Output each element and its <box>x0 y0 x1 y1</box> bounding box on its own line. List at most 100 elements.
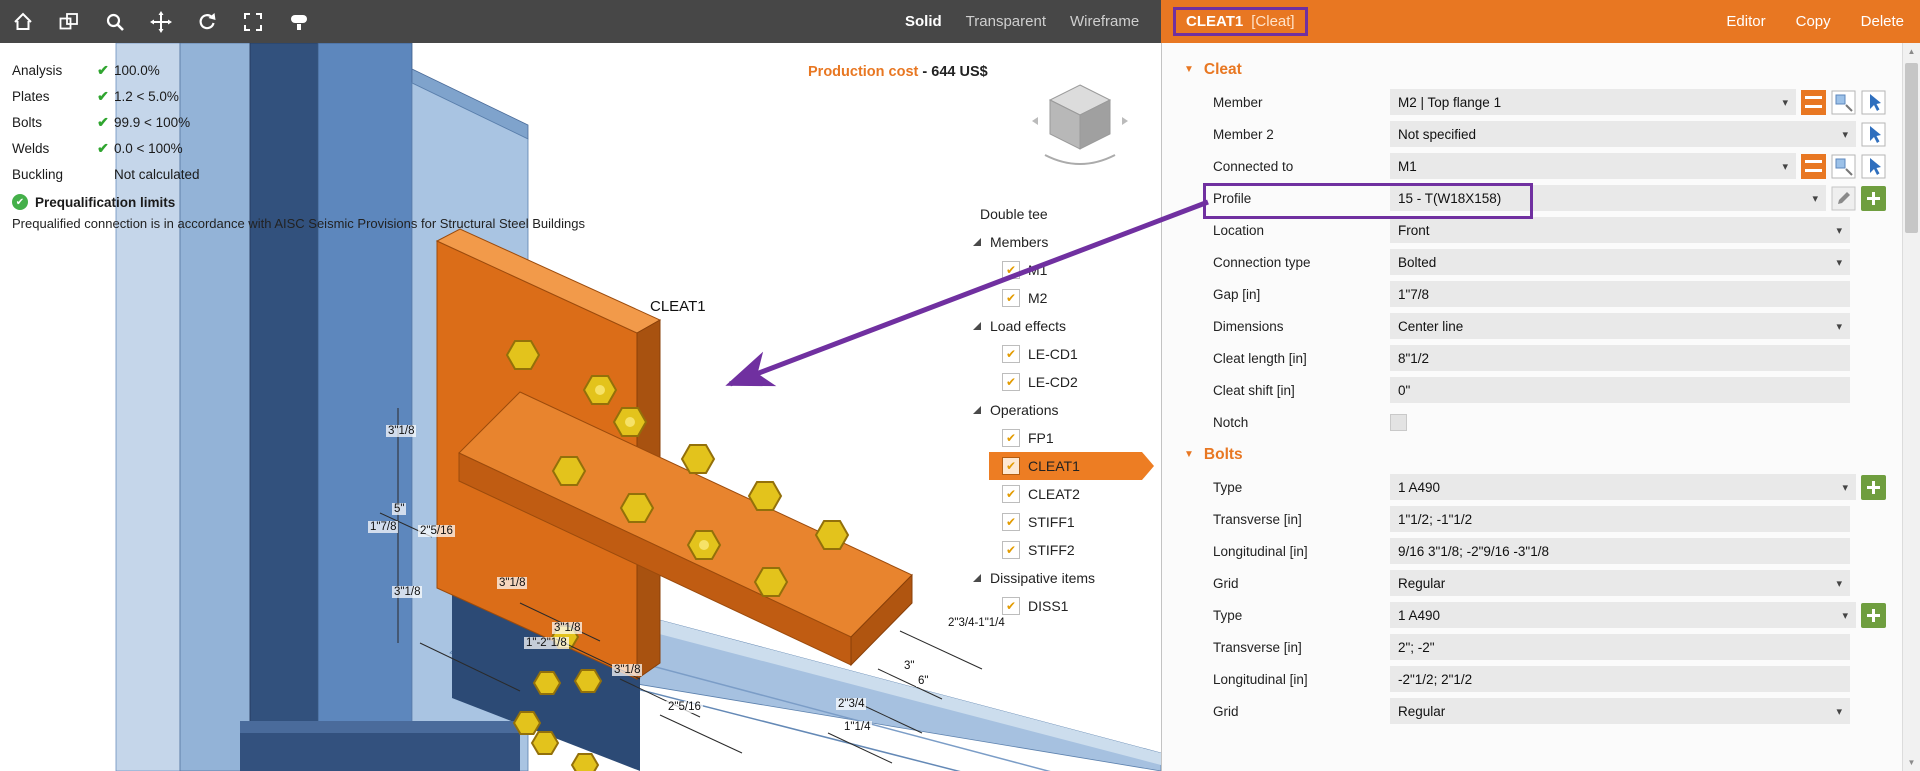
prop-label: Member 2 <box>1213 126 1274 142</box>
tree-group-operations[interactable]: Operations <box>965 396 1161 424</box>
view-mode-transparent[interactable]: Transparent <box>965 13 1046 30</box>
section-icon[interactable] <box>1801 89 1826 115</box>
pick-cursor-icon[interactable] <box>1861 90 1886 115</box>
copy-button[interactable]: Copy <box>1795 13 1831 30</box>
tree-group-dissipative-items[interactable]: Dissipative items <box>965 564 1161 592</box>
selected-operation-kind: [Cleat] <box>1251 13 1295 30</box>
add-icon[interactable] <box>1861 474 1886 500</box>
capture-view-icon[interactable] <box>56 9 82 35</box>
tree-item-le-cd1[interactable]: LE-CD1 <box>965 340 1161 368</box>
tree-expand-icon[interactable] <box>973 406 981 414</box>
selected-operation-badge[interactable]: CLEAT1 [Cleat] <box>1173 7 1308 36</box>
tree-item-stiff2[interactable]: STIFF2 <box>965 536 1161 564</box>
delete-button[interactable]: Delete <box>1860 13 1904 30</box>
paint-icon[interactable] <box>286 9 312 35</box>
dimensions-select[interactable]: Center line <box>1390 313 1850 339</box>
dimension-label: 3"1/8 <box>612 664 643 676</box>
checkbox-checked-icon[interactable] <box>1002 261 1020 279</box>
dimension-label: 2"5/16 <box>418 525 455 537</box>
3d-viewport[interactable]: Analysis 100.0% Plates 1.2 < 5.0% Bolts … <box>0 43 1161 771</box>
check-row-welds: Welds 0.0 < 100% <box>12 135 585 161</box>
profile-select[interactable]: 15 - T(W18X158) <box>1390 185 1826 211</box>
tree-item-diss1[interactable]: DISS1 <box>965 592 1161 620</box>
view-cube[interactable] <box>1030 73 1130 177</box>
checkbox-checked-icon[interactable] <box>1002 289 1020 307</box>
search-icon[interactable] <box>102 9 128 35</box>
detail-icon[interactable] <box>1831 90 1856 115</box>
check-value: 100.0% <box>114 62 160 78</box>
checkbox-checked-icon[interactable] <box>1002 429 1020 447</box>
scroll-down-icon[interactable] <box>1903 754 1920 771</box>
checkbox-checked-icon[interactable] <box>1002 513 1020 531</box>
tree-item-fp1[interactable]: FP1 <box>965 424 1161 452</box>
member-select[interactable]: M2 | Top flange 1 <box>1390 89 1796 115</box>
tree-item-cleat1-selected[interactable]: CLEAT1 <box>989 452 1154 480</box>
tree-expand-icon[interactable] <box>973 574 981 582</box>
section-icon[interactable] <box>1801 153 1826 179</box>
3d-scene[interactable] <box>0 43 1161 771</box>
checkbox-checked-icon[interactable] <box>1002 541 1020 559</box>
tree-expand-icon[interactable] <box>973 322 981 330</box>
home-icon[interactable] <box>10 9 36 35</box>
notch-checkbox[interactable] <box>1390 413 1407 431</box>
tree-root-double-tee[interactable]: Double tee <box>980 206 1048 222</box>
tree-item-cleat2[interactable]: CLEAT2 <box>965 480 1161 508</box>
longitudinal-input[interactable]: -2"1/2; 2"1/2 <box>1390 666 1850 692</box>
add-icon[interactable] <box>1861 602 1886 628</box>
tree-item-m2[interactable]: M2 <box>965 284 1161 312</box>
member2-select[interactable]: Not specified <box>1390 121 1856 147</box>
scroll-up-icon[interactable] <box>1903 43 1920 60</box>
tree-item-label: STIFF1 <box>1028 514 1075 530</box>
section-header-cleat[interactable]: Cleat <box>1162 53 1920 86</box>
tree-group-load-effects[interactable]: Load effects <box>965 312 1161 340</box>
dimension-label: 1"1/4 <box>842 721 873 733</box>
properties-scrollbar[interactable] <box>1902 43 1920 771</box>
bolt-type-select[interactable]: 1 A490 <box>1390 602 1856 628</box>
checkbox-checked-icon[interactable] <box>1002 597 1020 615</box>
tree-item-m1[interactable]: M1 <box>965 256 1161 284</box>
editor-button[interactable]: Editor <box>1726 13 1766 30</box>
detail-icon[interactable] <box>1831 154 1856 179</box>
fit-view-icon[interactable] <box>240 9 266 35</box>
checkbox-checked-icon[interactable] <box>1002 373 1020 391</box>
grid-select[interactable]: Regular <box>1390 570 1850 596</box>
edit-icon[interactable] <box>1831 186 1856 211</box>
production-cost-value: 644 US$ <box>931 64 988 80</box>
tree-item-label: CLEAT1 <box>1028 458 1080 474</box>
section-header-bolts[interactable]: Bolts <box>1162 438 1920 471</box>
tree-item-le-cd2[interactable]: LE-CD2 <box>965 368 1161 396</box>
checkbox-checked-icon[interactable] <box>1002 485 1020 503</box>
scrollbar-thumb[interactable] <box>1905 63 1918 233</box>
tree-item-label: FP1 <box>1028 430 1054 446</box>
toolbar-actions: Editor Copy Delete <box>1726 13 1904 30</box>
check-pass-icon <box>92 62 114 79</box>
checkbox-checked-icon[interactable] <box>1002 457 1020 475</box>
tree-expand-icon[interactable] <box>973 238 981 246</box>
longitudinal-input[interactable]: 9/16 3"1/8; -2"9/16 -3"1/8 <box>1390 538 1850 564</box>
view-mode-solid[interactable]: Solid <box>905 13 942 30</box>
cleat-shift-input[interactable]: 0" <box>1390 377 1850 403</box>
tree-group-members[interactable]: Members <box>965 228 1161 256</box>
prop-row-connected-to: Connected to M1 <box>1162 150 1920 182</box>
pan-icon[interactable] <box>148 9 174 35</box>
cleat1-plate[interactable] <box>435 228 913 680</box>
grid-select[interactable]: Regular <box>1390 698 1850 724</box>
gap-input[interactable]: 1"7/8 <box>1390 281 1850 307</box>
prop-row-grid-2: Grid Regular <box>1162 695 1920 727</box>
transverse-input[interactable]: 2"; -2" <box>1390 634 1850 660</box>
tree-item-label: M1 <box>1028 262 1048 278</box>
pick-cursor-icon[interactable] <box>1861 154 1886 179</box>
connected-to-select[interactable]: M1 <box>1390 153 1796 179</box>
add-icon[interactable] <box>1861 185 1886 211</box>
connection-type-select[interactable]: Bolted <box>1390 249 1850 275</box>
pick-cursor-icon[interactable] <box>1861 122 1886 147</box>
tree-item-stiff1[interactable]: STIFF1 <box>965 508 1161 536</box>
transverse-input[interactable]: 1"1/2; -1"1/2 <box>1390 506 1850 532</box>
location-select[interactable]: Front <box>1390 217 1850 243</box>
refresh-icon[interactable] <box>194 9 220 35</box>
bolt-type-select[interactable]: 1 A490 <box>1390 474 1856 500</box>
checkbox-checked-icon[interactable] <box>1002 345 1020 363</box>
cleat-length-input[interactable]: 8"1/2 <box>1390 345 1850 371</box>
view-mode-wireframe[interactable]: Wireframe <box>1070 13 1140 30</box>
bottom-beam[interactable] <box>240 721 520 771</box>
